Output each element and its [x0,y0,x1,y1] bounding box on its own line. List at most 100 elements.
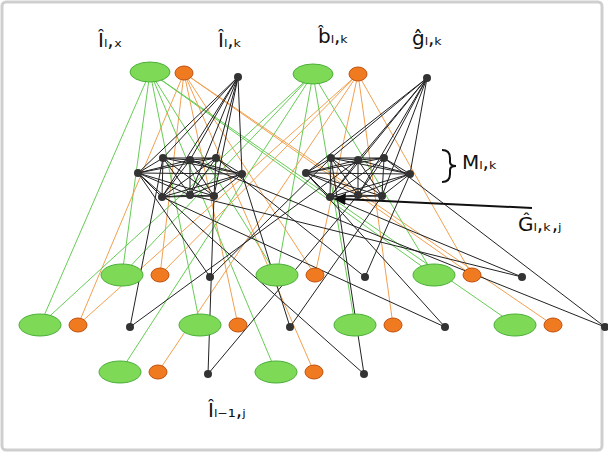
orange-unit [69,318,87,332]
cluster-unit [186,191,194,199]
gate-input-link [130,160,358,327]
dark-unit [286,323,294,331]
math-label: Îₗ₋₁,ⱼ [208,398,246,422]
dark-unit [361,273,369,281]
gate-link [163,77,238,158]
orange-unit [229,318,247,332]
bias-link [78,73,184,325]
green-unit [334,314,376,336]
dark-unit [360,370,368,378]
cluster-unit [158,193,166,201]
input-link [313,74,434,275]
gate-link [162,77,238,197]
gate-input-link [190,195,522,277]
input-link [40,72,150,325]
orange-unit [384,318,402,332]
gate-input-link [331,158,364,374]
gate-link [216,77,238,158]
dark-unit [423,74,431,82]
cluster-unit [406,170,414,178]
gate-link [382,78,427,196]
gate-input-link [290,196,382,327]
gate-input-link [210,158,331,277]
brace [442,150,456,182]
cluster-link [162,160,190,197]
orange-unit [175,66,193,80]
math-label: Îₗ,ₓ [98,28,122,52]
cluster-unit [159,154,167,162]
orange-unit [463,268,481,282]
gate-input-link [365,174,410,277]
dark-unit [234,73,242,81]
green-unit [130,62,170,82]
green-unit [179,314,221,336]
gate-input-link [208,195,358,374]
green-unit [413,264,455,286]
input-link [277,74,313,275]
orange-unit [544,318,562,332]
green-unit [293,64,333,84]
gate-link [331,78,427,158]
green-unit [99,361,141,383]
dark-unit [518,273,526,281]
gate-input-link [208,196,214,374]
cluster-unit [354,156,362,164]
bias-link [184,73,553,325]
math-label: Ĝₗ,ₖ,ⱼ [518,212,562,236]
cluster-unit [326,193,334,201]
gate-input-link [190,160,605,327]
green-unit [19,314,61,336]
math-label: Îₗ,ₖ [218,28,242,52]
bias-link [158,74,358,372]
math-label: Mₗ,ₖ [462,150,497,174]
green-unit [494,314,536,336]
bias-link [160,74,358,275]
cluster-link [162,195,190,197]
gate-link [138,77,238,173]
cluster-link [163,158,242,174]
green-unit [255,361,297,383]
orange-unit [349,67,367,81]
cluster-unit [186,156,194,164]
leader-arrow [342,199,532,208]
orange-unit [306,268,324,282]
gate-link [358,78,427,195]
gate-input-link [138,173,210,277]
gate-link [238,77,242,174]
cluster-unit [380,154,388,162]
dark-unit [601,323,608,331]
bias-link [315,74,358,275]
input-link [122,74,313,275]
math-label: ĝₗ,ₖ [412,26,443,50]
input-link [120,74,313,372]
gate-input-link [138,173,364,374]
cluster-unit [302,169,310,177]
dark-unit [204,370,212,378]
dark-unit [126,323,134,331]
frame [2,2,602,450]
cluster-unit [378,192,386,200]
cluster-unit [354,191,362,199]
gate-input-link [216,158,365,277]
cluster-unit [238,170,246,178]
gate-input-link [130,158,163,327]
arrow-head [334,193,346,205]
cluster-link [330,158,331,197]
green-unit [101,264,143,286]
gate-input-link [162,197,445,327]
bias-link [358,74,472,275]
math-label: b̂ₗ,ₖ [318,24,349,48]
cluster-link [330,174,410,197]
orange-unit [149,365,167,379]
gate-link [190,77,238,160]
gate-input-link [306,173,445,327]
gate-link [384,78,427,158]
input-link [40,74,313,325]
cluster-unit [212,154,220,162]
cluster-unit [210,192,218,200]
cluster-unit [327,154,335,162]
orange-unit [305,365,323,379]
gate-link [190,77,238,195]
dark-unit [441,323,449,331]
